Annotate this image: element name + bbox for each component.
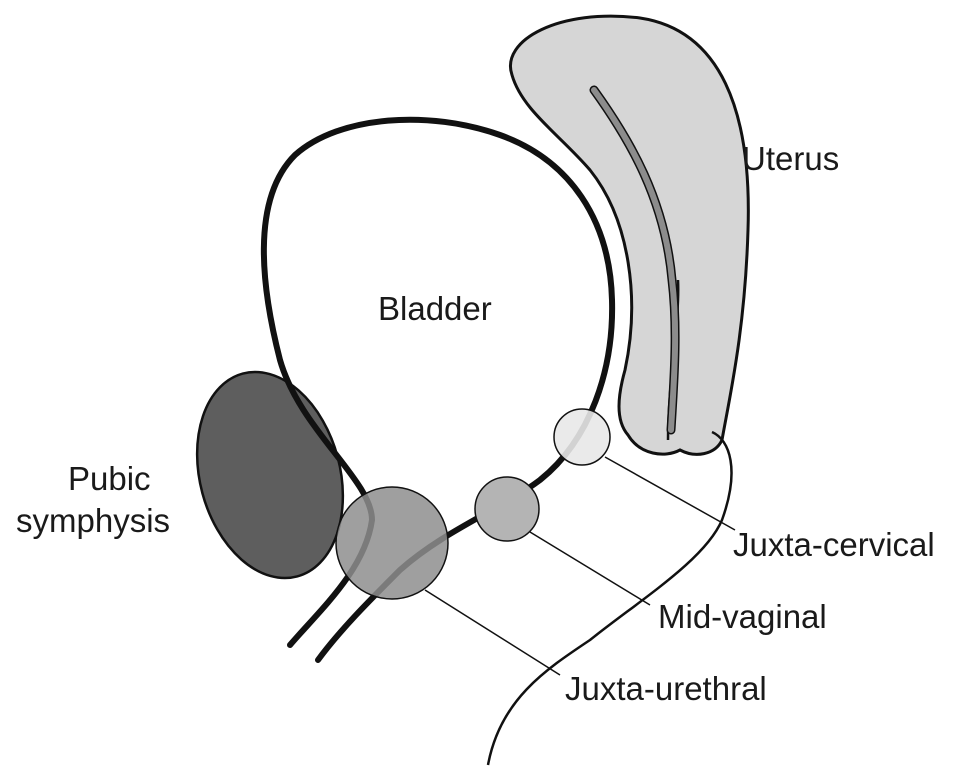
bladder-outline [264,120,612,660]
uterus-shape [510,16,748,454]
mid-vaginal-label: Mid-vaginal [658,598,827,635]
bladder-label: Bladder [378,290,492,327]
juxta-urethral-leader [425,590,560,675]
pubic-symphysis-shape [175,355,365,594]
juxta-urethral-label: Juxta-urethral [565,670,767,707]
pubic-symphysis-label-line1: Pubic [68,460,151,497]
juxta-cervical-leader [605,457,735,530]
pubic-symphysis-label-line2: symphysis [16,502,170,539]
juxta-cervical-circle [554,409,610,465]
juxta-urethral-circle [336,487,448,599]
uterus-label: Uterus [742,140,839,177]
mid-vaginal-leader [530,532,650,605]
mid-vaginal-circle [475,477,539,541]
juxta-cervical-label: Juxta-cervical [733,526,935,563]
